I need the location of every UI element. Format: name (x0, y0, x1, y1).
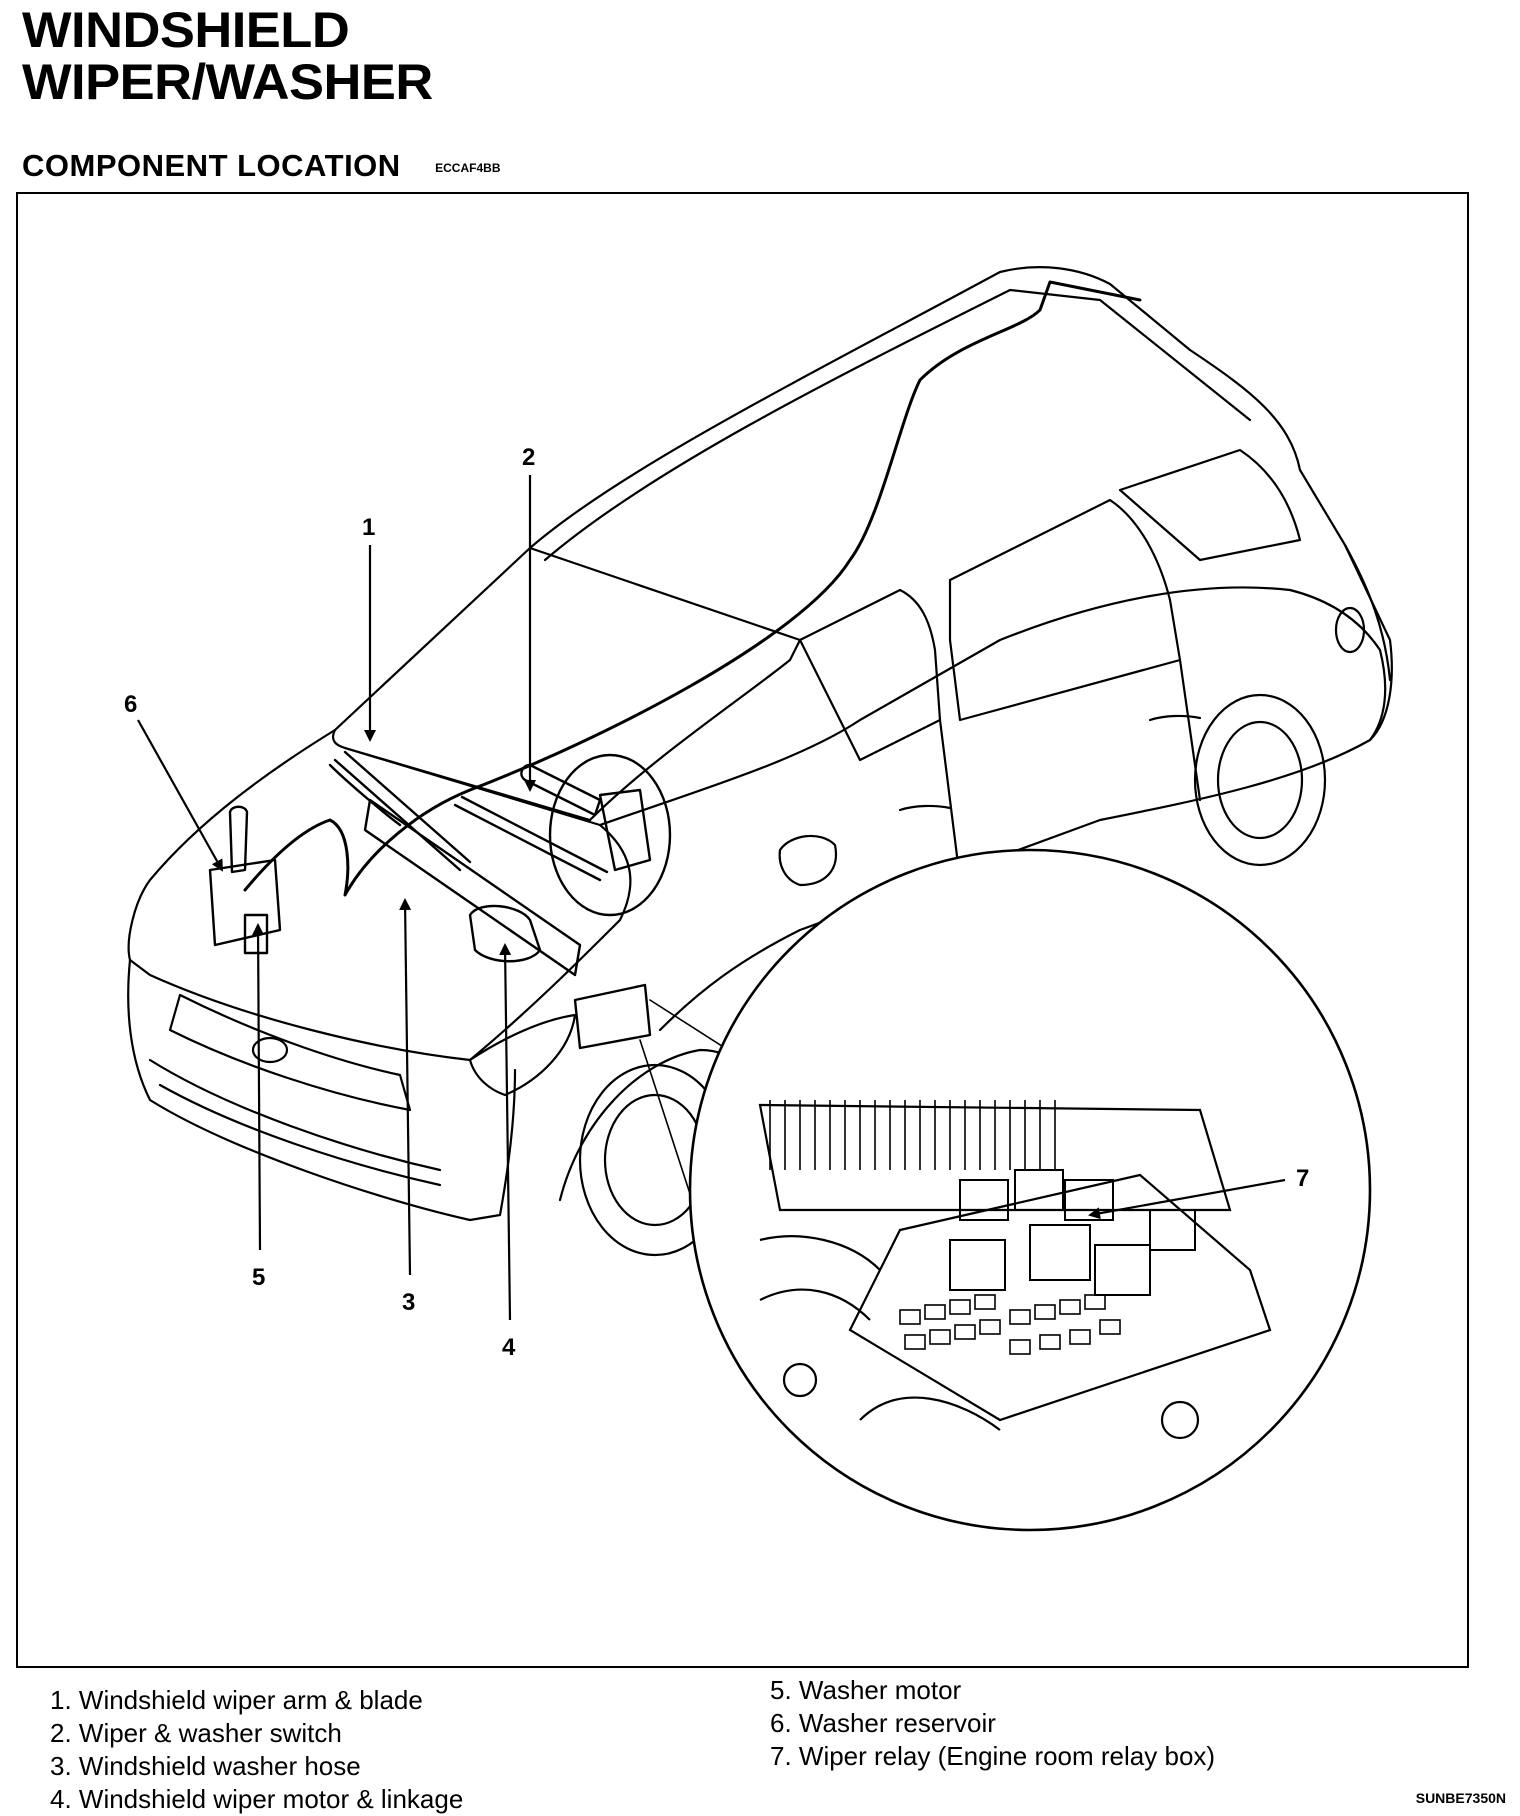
inset-cover-ribs (769, 1100, 1056, 1170)
leader-4 (499, 943, 512, 1321)
leader-7 (1088, 1178, 1286, 1220)
inset-bolt-left (782, 1362, 818, 1398)
car-side-mirror (778, 834, 838, 887)
inset-engine-cover (758, 1103, 1232, 1212)
figure-id: SUNBE7350N (1415, 1790, 1506, 1806)
legend-item-5: 5. Washer motor (770, 1675, 962, 1705)
car-rear-door-handle (1148, 714, 1202, 722)
car-windshield (331, 546, 802, 822)
car-grille (168, 993, 412, 1112)
inset-relays (949, 1169, 1196, 1296)
steering-wheel (548, 753, 672, 917)
callout-6: 6 (124, 691, 137, 718)
callout-leaders (137, 475, 1286, 1321)
car-rear-door-window (948, 498, 1182, 722)
washer-motor (243, 913, 269, 955)
page-title-line-2: WIPER/WASHER (22, 54, 433, 110)
car-rear-wheel-hub (1216, 720, 1304, 840)
legend-left: 1. Windshield wiper arm & blade 2. Wiper… (50, 1684, 463, 1816)
car-badge (251, 1036, 289, 1064)
legend-item-7: 7. Wiper relay (Engine room relay box) (770, 1741, 1216, 1771)
car-headlight (468, 1013, 577, 1097)
callout-4: 4 (502, 1334, 516, 1361)
car-rear-quarter-window (1118, 448, 1302, 562)
legend-item-1: 1. Windshield wiper arm & blade (50, 1685, 423, 1715)
wiper-blade-left (328, 763, 402, 827)
car-front-door-window (798, 588, 942, 762)
components (208, 280, 1142, 1241)
legend-item-6: 6. Washer reservoir (770, 1708, 996, 1738)
car-side-body (598, 586, 1387, 1032)
car-front-door-handle (898, 804, 952, 812)
car-lower-grille (148, 1058, 442, 1187)
wiper-motor (468, 904, 542, 963)
leader-6 (137, 719, 223, 872)
inset-fuses (899, 1294, 1121, 1355)
wiper-arm-left (333, 750, 472, 872)
car-fuel-door (1334, 606, 1366, 654)
car-rear-edge (1343, 543, 1393, 742)
relay-box-location (573, 983, 652, 1050)
legend-item-3: 3. Windshield washer hose (50, 1751, 361, 1781)
section-heading: COMPONENT LOCATION ECCAF4BB (22, 148, 500, 184)
washer-reservoir-neck (228, 805, 249, 874)
callout-2: 2 (522, 444, 535, 471)
inset-circle (688, 848, 1372, 1532)
section-title: COMPONENT LOCATION (22, 148, 401, 183)
leader-5 (252, 923, 265, 1251)
callout-7: 7 (1296, 1165, 1309, 1192)
car-roof (528, 266, 1392, 682)
wiper-linkage (363, 798, 582, 977)
page-title-line-1: WINDSHIELD (22, 2, 350, 58)
diagram-frame (16, 192, 1469, 1668)
car-door-line-rear (1178, 658, 1202, 802)
car-illustration (127, 266, 1393, 1257)
legend-right: 5. Washer motor 6. Washer reservoir 7. W… (770, 1674, 1215, 1773)
relay-box-inset (688, 848, 1372, 1532)
callout-3: 3 (402, 1289, 415, 1316)
car-front-bumper (127, 958, 517, 1222)
callout-labels: 1 2 3 4 5 6 7 (124, 444, 1309, 1361)
wiper-arm-right (453, 795, 609, 882)
leader-3 (399, 898, 412, 1276)
car-hood (127, 728, 632, 1062)
inset-hose-lower (859, 1396, 1001, 1431)
car-roof-rail (543, 288, 1252, 562)
inset-relay-box (848, 1173, 1272, 1422)
inset-bolt-right (1160, 1400, 1200, 1440)
section-code: ECCAF4BB (435, 160, 501, 175)
washer-reservoir (208, 858, 282, 947)
wiper-switch-body (598, 788, 652, 872)
callout-5: 5 (252, 1264, 265, 1291)
legend-item-2: 2. Wiper & washer switch (50, 1718, 342, 1748)
page-title: WINDSHIELD WIPER/WASHER (22, 4, 433, 108)
washer-hose (243, 280, 1142, 897)
inset-hose-left (759, 1235, 881, 1321)
wiper-switch-stalk (520, 763, 602, 817)
legend-item-4: 4. Windshield wiper motor & linkage (50, 1784, 464, 1814)
car-rear-wheel (1193, 693, 1327, 867)
callout-1: 1 (362, 514, 375, 541)
